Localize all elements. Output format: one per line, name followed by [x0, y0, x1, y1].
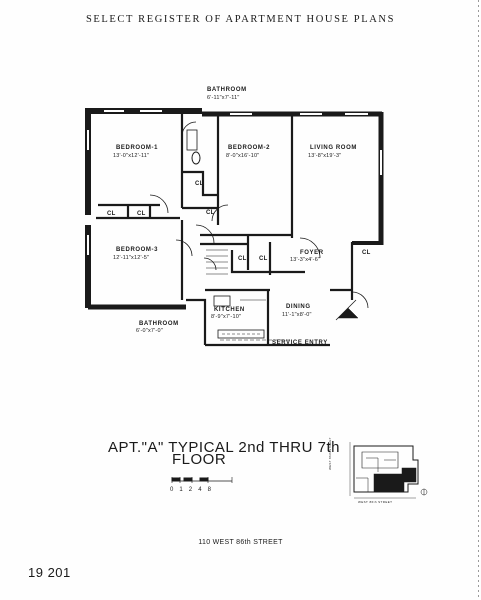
room-dims-living-room: 13'-8"x19'-3" [308, 153, 342, 159]
room-dims-foyer: 13'-3"x4'-6" [290, 257, 321, 263]
counter-fixture [217, 329, 265, 339]
room-dims-bedroom-3: 12'-11"x12'-5" [113, 255, 150, 261]
closet-label: CL [137, 211, 146, 217]
keyplan-bottom-street-label: WEST 86th STREET [358, 500, 393, 504]
room-name-foyer: FOYER [300, 250, 324, 256]
room-name-bathroom-bottom: BATHROOM [139, 321, 179, 327]
scale-tick-labels: 0 1 2 4 8 [170, 487, 214, 493]
room-name-bedroom-1: BEDROOM-1 [116, 145, 159, 151]
closet-label: CL [195, 181, 204, 187]
building-address: 110 WEST 86th STREET [198, 539, 283, 546]
entry-arrow-icon [337, 307, 359, 319]
room-dims-kitchen: 8'-9"x7'-10" [211, 314, 242, 320]
scale-bar [171, 477, 233, 483]
service-entry-label: SERVICE ENTRY [272, 340, 328, 346]
page-edge-dots [478, 0, 479, 600]
room-dims-dining: 11'-1"x8'-0" [282, 312, 312, 318]
closet-label: CL [259, 256, 268, 262]
room-dims-bathroom-top: 6'-11"x7'-11" [207, 95, 240, 101]
register-title: SELECT REGISTER OF APARTMENT HOUSE PLANS [85, 14, 396, 25]
page-number: 19 201 [28, 565, 71, 580]
apartment-title-floor: FLOOR [172, 451, 227, 468]
room-name-kitchen: KITCHEN [214, 307, 245, 313]
stair-lines [206, 249, 228, 275]
room-name-bathroom-top: BATHROOM [207, 87, 247, 93]
room-name-bedroom-2: BEDROOM-2 [228, 145, 271, 151]
room-dims-bedroom-1: 13'-0"x12'-11" [113, 153, 150, 159]
room-name-bedroom-3: BEDROOM-3 [116, 247, 159, 253]
keyplan-side-street-label: WEST 86th STREET [328, 437, 332, 470]
toilet-fixture [191, 151, 201, 165]
room-name-living-room: LIVING ROOM [310, 145, 357, 151]
sink-fixture [213, 295, 231, 307]
apartment-title: APT."A" TYPICAL 2nd THRU 7th [108, 439, 340, 456]
room-name-dining: DINING [286, 304, 311, 310]
closet-label: CL [107, 211, 116, 217]
closet-label: CL [238, 256, 247, 262]
key-plan [349, 442, 428, 499]
bathtub-fixture [186, 129, 198, 151]
closet-label: CL [206, 210, 215, 216]
room-dims-bedroom-2: 8'-0"x16'-10" [226, 153, 260, 159]
room-dims-bathroom-bottom: 6'-0"x7'-0" [136, 328, 163, 334]
closet-label: CL [362, 250, 371, 256]
